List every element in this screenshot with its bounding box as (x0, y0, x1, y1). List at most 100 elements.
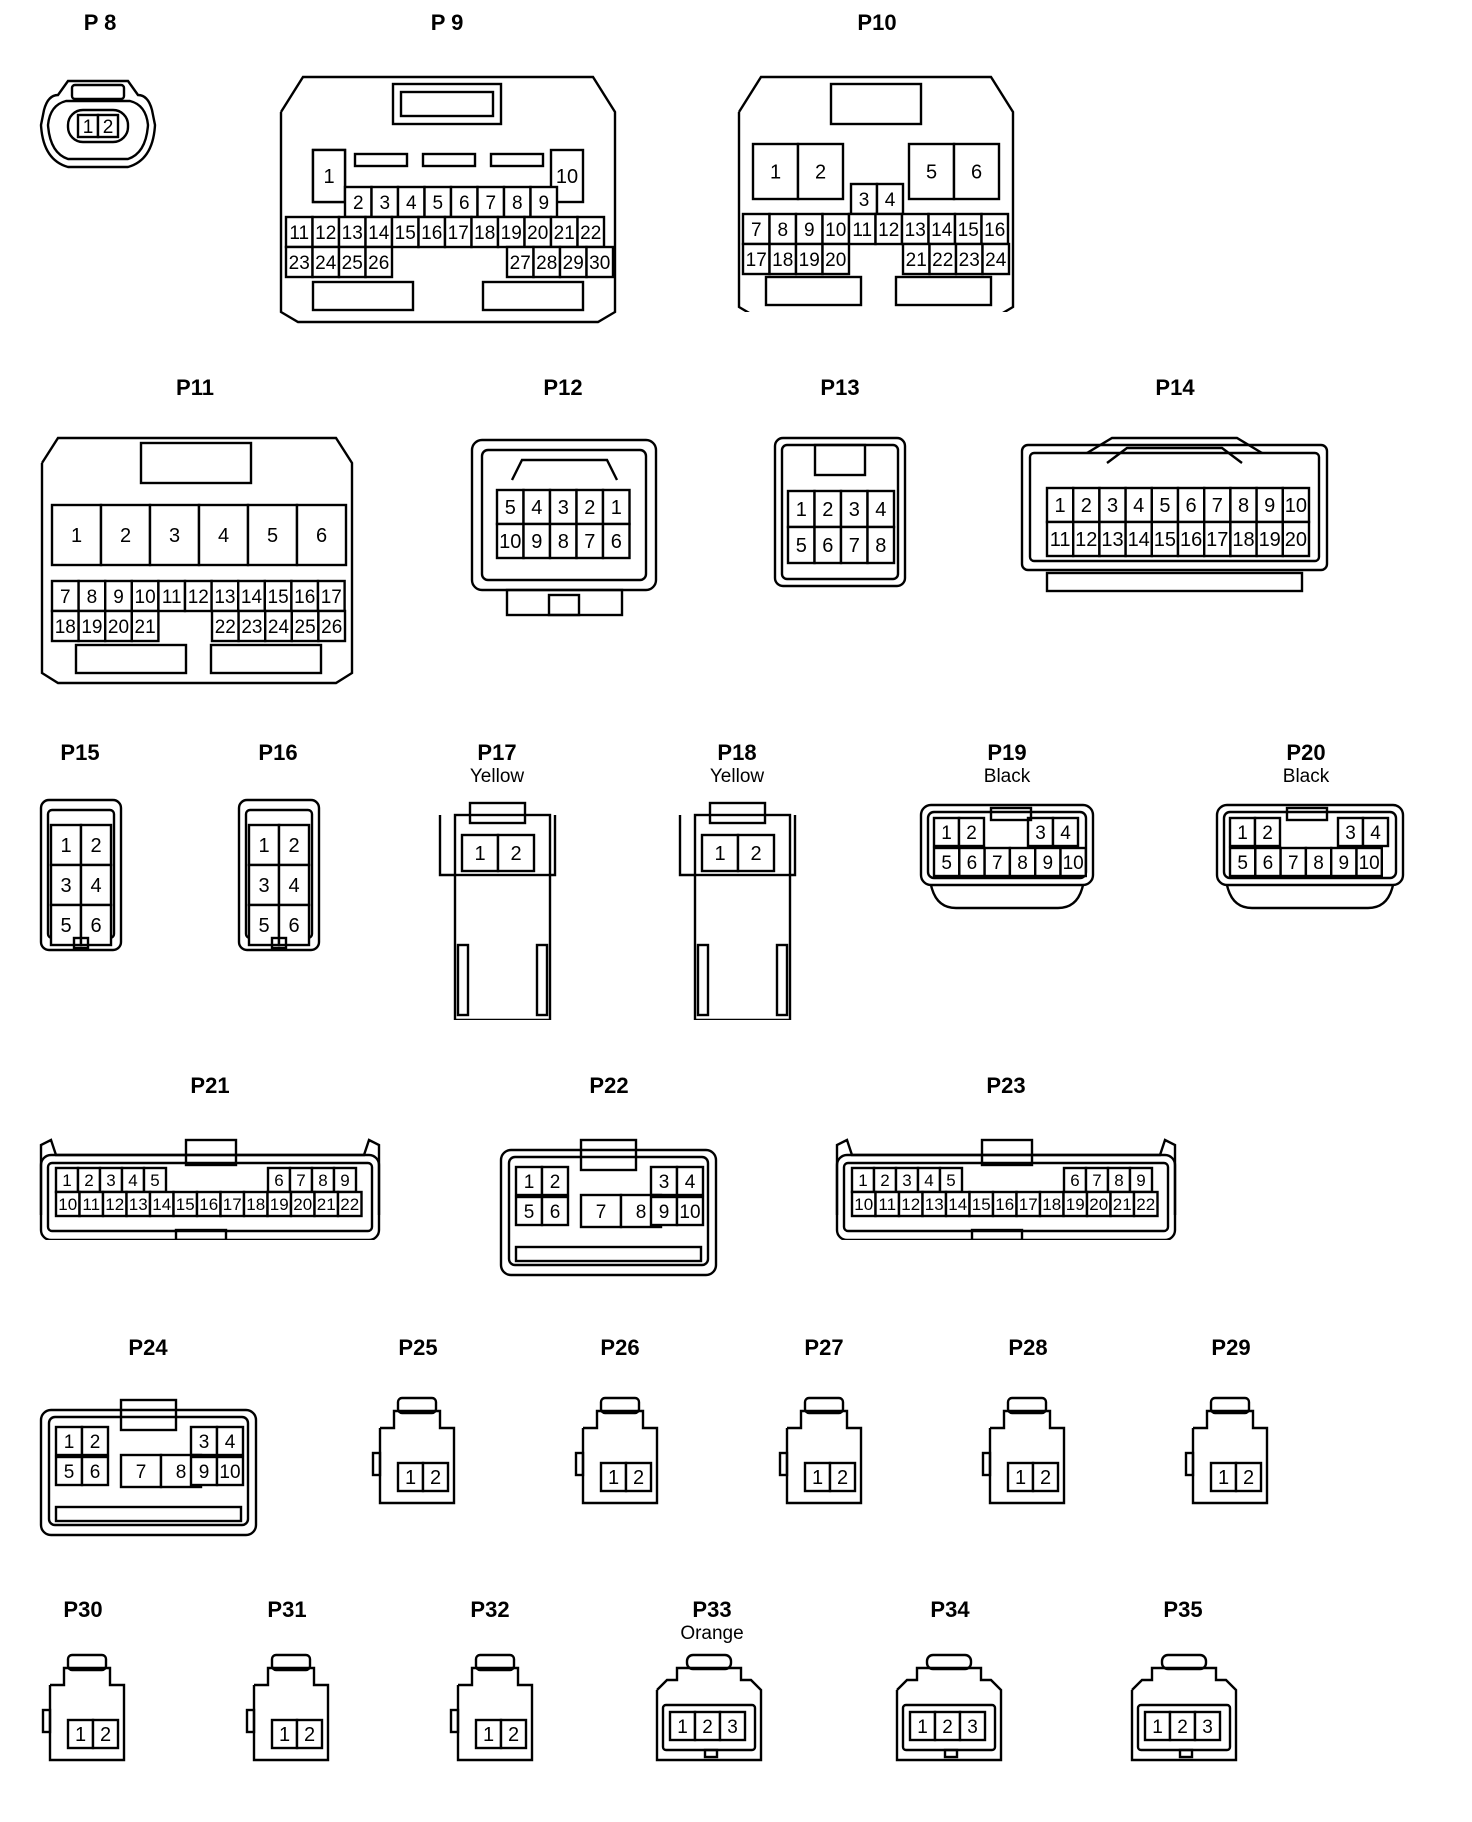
pin-label: 2 (750, 843, 761, 865)
pin-label: 26 (368, 253, 389, 274)
pin-label: 17 (223, 1195, 242, 1214)
pin-label: 16 (421, 223, 442, 244)
pin-label: 5 (946, 1171, 955, 1190)
pin-label: 3 (60, 875, 71, 897)
pin-label: 15 (1154, 529, 1176, 551)
pin-label: 7 (849, 535, 860, 557)
connector-title-p29: P29 (1211, 1335, 1251, 1360)
connector-title-p27: P27 (804, 1335, 844, 1360)
pin-label: 3 (1345, 823, 1356, 844)
pin-label: 7 (485, 193, 496, 214)
pin-label: 10 (58, 1195, 77, 1214)
pin-label: 10 (1285, 495, 1307, 517)
pin-label: 7 (296, 1171, 305, 1190)
connector-title-p13: P13 (820, 375, 860, 400)
pin-label: 2 (815, 162, 826, 184)
pin-label: 16 (984, 220, 1005, 241)
pin-label: 24 (985, 250, 1007, 271)
connector-title-p33: P33 (692, 1597, 732, 1622)
pin-label: 13 (129, 1195, 148, 1214)
pin-label: 5 (524, 1202, 535, 1223)
pin-label: 10 (679, 1202, 700, 1223)
pin-label: 29 (563, 253, 584, 274)
pin-label: 2 (353, 193, 364, 214)
pin-label: 16 (199, 1195, 218, 1214)
pin-label: 23 (289, 253, 310, 274)
pin-label: 14 (152, 1195, 171, 1214)
pin-label: 2 (837, 1467, 848, 1489)
pin-label: 2 (822, 499, 833, 521)
pin-label: 4 (218, 525, 229, 547)
pin-label: 1 (405, 1467, 416, 1489)
pin-label: 2 (1040, 1467, 1051, 1489)
pin-label: 20 (825, 250, 846, 271)
pin-label: 18 (772, 250, 793, 271)
pin-label: 2 (510, 843, 521, 865)
pin-label: 23 (959, 250, 980, 271)
pin-label: 17 (448, 223, 469, 244)
pin-label: 10 (825, 220, 846, 241)
pin-label: 27 (510, 253, 531, 274)
pin-label: 16 (1180, 529, 1202, 551)
pin-label: 3 (558, 497, 569, 519)
pin-label: 17 (1019, 1195, 1038, 1214)
pin-label: 12 (1075, 529, 1097, 551)
pin-label: 10 (1359, 853, 1380, 874)
pin-label: 1 (941, 823, 952, 844)
pin-label: 2 (1081, 495, 1092, 517)
pin-label: 20 (1089, 1195, 1108, 1214)
connector-title-p14: P14 (1155, 375, 1195, 400)
pin-label: 6 (550, 1202, 561, 1223)
pin-label: 2 (84, 1171, 93, 1190)
pin-label: 21 (135, 617, 156, 638)
pin-label: 10 (854, 1195, 873, 1214)
pin-label: 11 (289, 223, 309, 244)
pin-label: 5 (258, 915, 269, 937)
pin-label: 10 (556, 166, 578, 188)
connector-title-p8: P 8 (83, 10, 117, 35)
pin-label: 2 (584, 497, 595, 519)
pin-label: 5 (1237, 853, 1248, 874)
pin-label: 8 (875, 535, 886, 557)
pin-label: 1 (1055, 495, 1066, 517)
pin-label: 9 (659, 1202, 670, 1223)
pin-label: 3 (379, 193, 390, 214)
pin-label: 1 (62, 1171, 71, 1190)
pin-label: 8 (558, 531, 569, 553)
connector-title-p20: P20 (1286, 740, 1326, 765)
pin-label: 16 (294, 587, 315, 608)
pin-label: 18 (246, 1195, 265, 1214)
pin-label: 2 (966, 823, 977, 844)
pin-label: 18 (55, 617, 76, 638)
connector-title-p26: P26 (600, 1335, 640, 1360)
pin-label: 17 (746, 250, 767, 271)
pin-label: 1 (323, 166, 334, 188)
pin-label: 1 (1015, 1467, 1026, 1489)
pin-label: 2 (430, 1467, 441, 1489)
pin-label: 3 (1107, 495, 1118, 517)
pin-label: 14 (931, 220, 953, 241)
connector-title-p11: P11 (176, 375, 214, 400)
pin-label: 6 (1070, 1171, 1079, 1190)
pin-label: 6 (90, 1462, 101, 1483)
connector-title-p15: P15 (60, 740, 100, 765)
connector-title-p19: P19 (987, 740, 1027, 765)
pin-label: 7 (1212, 495, 1223, 517)
pin-label: 15 (176, 1195, 195, 1214)
connector-title-p34: P34 (930, 1597, 970, 1622)
pin-label: 5 (926, 162, 937, 184)
pin-label: 1 (1237, 823, 1248, 844)
pin-label: 15 (972, 1195, 991, 1214)
pin-label: 1 (608, 1467, 619, 1489)
pin-label: 14 (241, 587, 263, 608)
pin-label: 6 (288, 915, 299, 937)
pin-label: 22 (580, 223, 601, 244)
